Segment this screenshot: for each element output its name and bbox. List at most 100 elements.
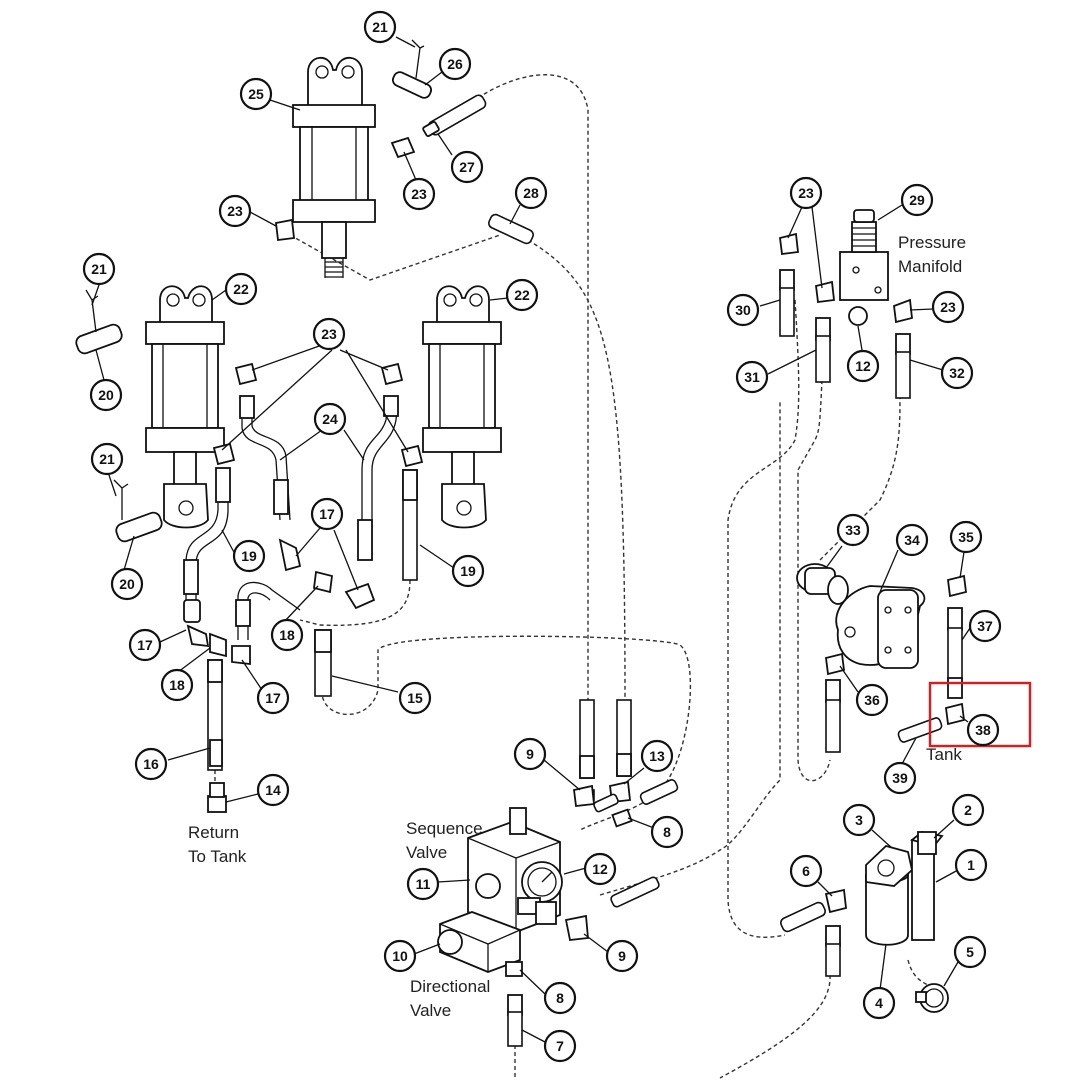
- cylinder-hoses: [183, 395, 418, 600]
- svg-text:19: 19: [241, 548, 257, 564]
- callout: 17: [310, 497, 344, 531]
- manifold-label: Manifold: [898, 257, 962, 276]
- callout: 9: [513, 737, 547, 771]
- sequence-valve: [467, 789, 595, 933]
- callout: 12: [583, 852, 617, 886]
- callout: 39: [883, 761, 917, 795]
- svg-text:17: 17: [319, 506, 335, 522]
- callout: 15: [398, 681, 432, 715]
- svg-text:15: 15: [407, 690, 423, 706]
- callout: 32: [940, 356, 974, 390]
- svg-text:18: 18: [279, 627, 295, 643]
- callout: 24: [313, 402, 347, 436]
- svg-text:9: 9: [526, 746, 534, 762]
- callout: 30: [726, 293, 760, 327]
- sequence-valve-label: Valve: [406, 843, 447, 862]
- callout: 19: [232, 539, 266, 573]
- callout: 23: [312, 317, 346, 351]
- svg-text:31: 31: [744, 369, 760, 385]
- svg-text:17: 17: [137, 637, 153, 653]
- callout: 23: [789, 176, 823, 210]
- top-cylinder: [292, 56, 376, 278]
- svg-text:34: 34: [904, 532, 920, 548]
- svg-text:28: 28: [523, 185, 539, 201]
- svg-text:5: 5: [966, 944, 974, 960]
- callout: 18: [270, 618, 304, 652]
- svg-text:39: 39: [892, 770, 908, 786]
- pressure-manifold: [779, 209, 913, 399]
- callout: 1: [954, 848, 988, 882]
- left-pins: [75, 289, 163, 543]
- pump-assembly: [796, 563, 967, 753]
- valve-fittings: [564, 699, 679, 941]
- directional-valve: [437, 911, 523, 1047]
- svg-text:38: 38: [975, 722, 991, 738]
- callout: 28: [514, 176, 548, 210]
- svg-text:17: 17: [265, 690, 281, 706]
- svg-text:23: 23: [798, 185, 814, 201]
- callout: 21: [363, 10, 397, 44]
- svg-text:7: 7: [556, 1038, 564, 1054]
- svg-text:21: 21: [372, 19, 388, 35]
- callout: 3: [842, 803, 876, 837]
- svg-text:26: 26: [447, 56, 463, 72]
- svg-text:22: 22: [233, 281, 249, 297]
- callout: 2: [951, 793, 985, 827]
- callout: 27: [450, 150, 484, 184]
- callout: 11: [406, 867, 440, 901]
- svg-text:23: 23: [227, 203, 243, 219]
- callout: 4: [862, 986, 896, 1020]
- lower-hose-assembly: [183, 538, 376, 813]
- svg-text:22: 22: [514, 287, 530, 303]
- directional-valve-label: Valve: [410, 1001, 451, 1020]
- callout: 17: [128, 628, 162, 662]
- tank-label: Tank: [926, 745, 962, 764]
- svg-text:2: 2: [964, 802, 972, 818]
- svg-text:24: 24: [322, 411, 338, 427]
- callout: 18: [160, 668, 194, 702]
- svg-text:14: 14: [265, 782, 281, 798]
- svg-text:8: 8: [556, 990, 564, 1006]
- return-label: Return: [188, 823, 239, 842]
- left-cylinder: [145, 285, 225, 529]
- svg-text:30: 30: [735, 302, 751, 318]
- svg-text:9: 9: [618, 948, 626, 964]
- svg-text:16: 16: [143, 756, 159, 772]
- svg-text:12: 12: [592, 861, 608, 877]
- callout: 8: [543, 981, 577, 1015]
- callout: 12: [846, 349, 880, 383]
- svg-text:18: 18: [169, 677, 185, 693]
- svg-text:3: 3: [855, 812, 863, 828]
- callout: 29: [900, 183, 934, 217]
- highlight-box: [928, 681, 1032, 748]
- text-labels: Return To Tank Sequence Valve Directiona…: [188, 233, 966, 1020]
- callout: 35: [949, 520, 983, 554]
- callout: 38: [966, 713, 1000, 747]
- callout: 6: [789, 854, 823, 888]
- svg-text:13: 13: [649, 748, 665, 764]
- callout: 33: [836, 513, 870, 547]
- top-cylinder-fittings: [275, 94, 487, 242]
- pressure-label: Pressure: [898, 233, 966, 252]
- svg-text:21: 21: [91, 261, 107, 277]
- callout: 37: [968, 609, 1002, 643]
- svg-text:36: 36: [864, 692, 880, 708]
- callout: 34: [895, 523, 929, 557]
- svg-text:10: 10: [392, 948, 408, 964]
- svg-text:29: 29: [909, 192, 925, 208]
- callout: 16: [134, 747, 168, 781]
- svg-text:4: 4: [875, 995, 883, 1011]
- callout: 14: [256, 773, 290, 807]
- callout: 21: [90, 442, 124, 476]
- svg-text:23: 23: [411, 186, 427, 202]
- svg-text:12: 12: [855, 358, 871, 374]
- svg-text:1: 1: [967, 857, 975, 873]
- callout: 20: [110, 567, 144, 601]
- callout: 31: [735, 360, 769, 394]
- svg-text:37: 37: [977, 618, 993, 634]
- top-pin: [391, 39, 433, 99]
- hose-28: [488, 213, 534, 245]
- cylinder-elbows: [212, 362, 424, 468]
- callout: 7: [543, 1029, 577, 1063]
- filter-assembly: [780, 831, 949, 1013]
